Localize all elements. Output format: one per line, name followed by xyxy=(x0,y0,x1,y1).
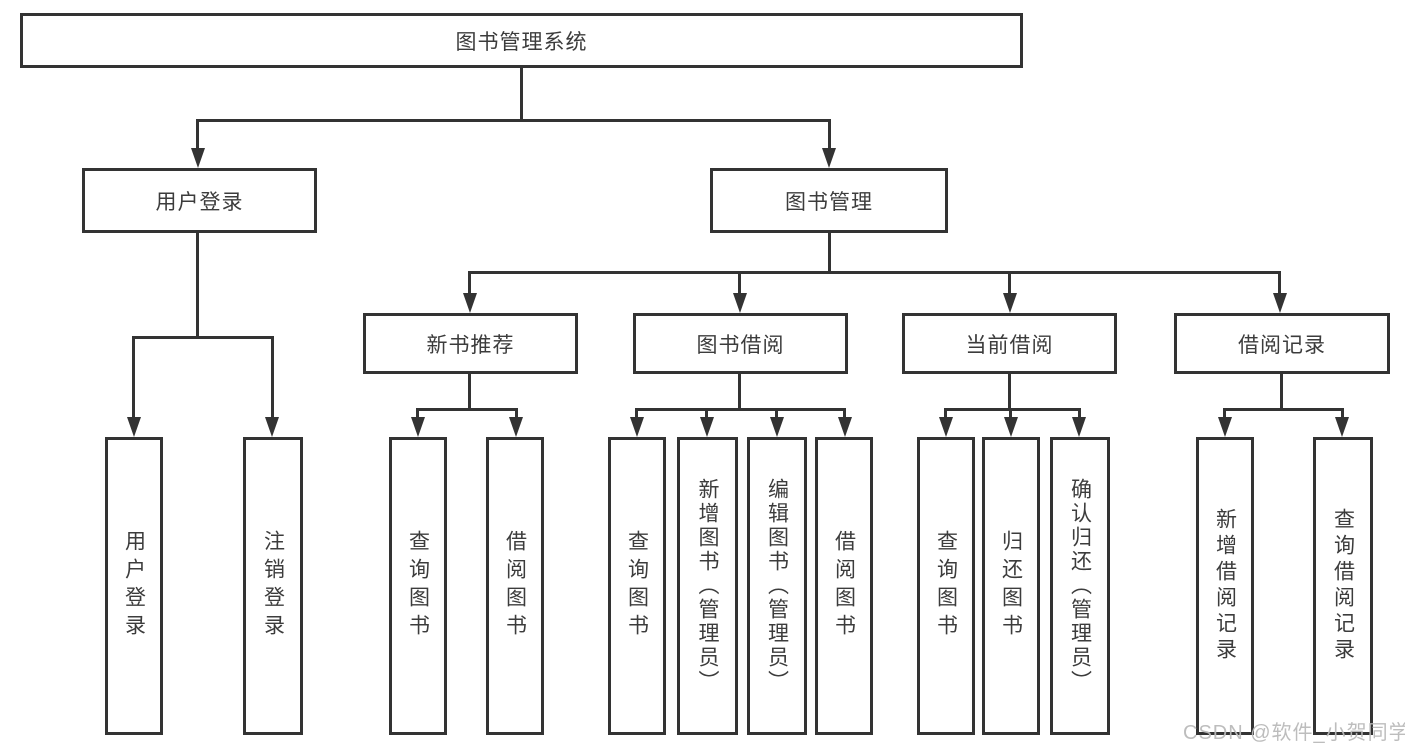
arrow-book-borrow-leaf-3 xyxy=(770,417,784,437)
connector-book-borrow-drop-1 xyxy=(635,408,638,420)
node-borrow-record-label: 借阅记录 xyxy=(1238,333,1326,357)
leaf-user-login-label: 用户登录 xyxy=(122,530,146,642)
connector-new-book-drop-2 xyxy=(515,408,518,420)
leaf-borrow-add-admin: 新增图书（管理员） xyxy=(677,437,738,735)
arrow-to-current-borrow xyxy=(1003,293,1017,313)
connector-user-login-branch xyxy=(132,336,274,339)
node-current-borrow-label: 当前借阅 xyxy=(965,333,1054,357)
node-book-mgmt-label: 图书管理 xyxy=(785,190,873,214)
leaf-record-add: 新增借阅记录 xyxy=(1196,437,1254,735)
leaf-record-add-label: 新增借阅记录 xyxy=(1213,508,1237,664)
connector-borrow-record-drop-2 xyxy=(1341,408,1344,420)
arrow-to-leaf-user-login xyxy=(127,417,141,437)
arrow-book-borrow-leaf-1 xyxy=(630,417,644,437)
connector-current-borrow-drop-3 xyxy=(1078,408,1081,420)
arrow-current-borrow-leaf-3 xyxy=(1072,417,1086,437)
connector-root-drop-left xyxy=(196,119,199,152)
connector-user-login-stem xyxy=(196,233,199,339)
node-new-book: 新书推荐 xyxy=(363,313,578,374)
leaf-current-query-label: 查询图书 xyxy=(934,530,958,642)
node-user-login-label: 用户登录 xyxy=(155,190,244,214)
leaf-borrow-edit-admin: 编辑图书（管理员） xyxy=(747,437,807,735)
node-root-label: 图书管理系统 xyxy=(455,30,588,54)
connector-current-borrow-drop-2 xyxy=(1009,408,1012,420)
leaf-current-return-label: 归还图书 xyxy=(999,530,1023,642)
connector-new-book-stem xyxy=(468,374,471,411)
arrow-borrow-record-leaf-1 xyxy=(1218,417,1232,437)
connector-new-book-drop-1 xyxy=(416,408,419,420)
arrow-new-book-leaf-1 xyxy=(411,417,425,437)
leaf-current-confirm-admin-label: 确认归还（管理员） xyxy=(1068,478,1092,694)
arrow-current-borrow-leaf-2 xyxy=(1004,417,1018,437)
arrow-to-leaf-logout xyxy=(265,417,279,437)
leaf-current-query: 查询图书 xyxy=(917,437,975,735)
arrow-new-book-leaf-2 xyxy=(509,417,523,437)
leaf-current-return: 归还图书 xyxy=(982,437,1040,735)
connector-root-drop-right xyxy=(828,119,831,152)
node-current-borrow: 当前借阅 xyxy=(902,313,1117,374)
connector-user-login-drop-1 xyxy=(132,336,135,420)
node-book-borrow: 图书借阅 xyxy=(633,313,848,374)
connector-book-borrow-drop-4 xyxy=(843,408,846,420)
connector-borrow-record-branch xyxy=(1223,408,1344,411)
connector-root-branch xyxy=(196,119,831,122)
arrow-to-book-mgmt xyxy=(822,148,836,168)
node-user-login: 用户登录 xyxy=(82,168,317,233)
leaf-borrow-book: 借阅图书 xyxy=(815,437,873,735)
arrow-book-borrow-leaf-4 xyxy=(838,417,852,437)
leaf-borrow-query-label: 查询图书 xyxy=(625,530,649,642)
connector-user-login-drop-2 xyxy=(271,336,274,420)
leaf-borrow-add-admin-label: 新增图书（管理员） xyxy=(696,478,719,694)
node-root: 图书管理系统 xyxy=(20,13,1023,68)
leaf-new-book-query-label: 查询图书 xyxy=(406,530,430,642)
node-borrow-record: 借阅记录 xyxy=(1174,313,1390,374)
node-new-book-label: 新书推荐 xyxy=(426,333,515,357)
connector-borrow-record-drop-1 xyxy=(1223,408,1226,420)
arrow-to-borrow-record xyxy=(1273,293,1287,313)
connector-book-mgmt-stem xyxy=(828,233,831,274)
node-book-mgmt: 图书管理 xyxy=(710,168,948,233)
connector-book-borrow-drop-2 xyxy=(705,408,708,420)
connector-book-mgmt-drop-4 xyxy=(1278,271,1281,296)
leaf-current-confirm-admin: 确认归还（管理员） xyxy=(1050,437,1110,735)
leaf-record-query: 查询借阅记录 xyxy=(1313,437,1373,735)
arrow-to-user-login xyxy=(191,148,205,168)
leaf-logout-label: 注销登录 xyxy=(261,530,285,642)
arrow-to-book-borrow xyxy=(733,293,747,313)
arrow-book-borrow-leaf-2 xyxy=(700,417,714,437)
leaf-borrow-book-label: 借阅图书 xyxy=(832,530,856,642)
leaf-new-book-borrow: 借阅图书 xyxy=(486,437,544,735)
leaf-logout: 注销登录 xyxy=(243,437,303,735)
connector-root-stem xyxy=(520,68,523,121)
connector-book-mgmt-drop-3 xyxy=(1008,271,1011,296)
arrow-current-borrow-leaf-1 xyxy=(939,417,953,437)
leaf-record-query-label: 查询借阅记录 xyxy=(1331,508,1355,664)
connector-book-mgmt-branch xyxy=(468,271,1281,274)
connector-book-mgmt-drop-2 xyxy=(738,271,741,296)
connector-current-borrow-stem xyxy=(1008,374,1011,411)
leaf-borrow-query: 查询图书 xyxy=(608,437,666,735)
connector-new-book-branch xyxy=(416,408,518,411)
leaf-new-book-query: 查询图书 xyxy=(389,437,447,735)
leaf-new-book-borrow-label: 借阅图书 xyxy=(503,530,527,642)
connector-book-borrow-stem xyxy=(738,374,741,411)
connector-current-borrow-branch xyxy=(944,408,1081,411)
arrow-to-new-book xyxy=(463,293,477,313)
connector-borrow-record-stem xyxy=(1280,374,1283,411)
connector-book-borrow-drop-3 xyxy=(775,408,778,420)
leaf-borrow-edit-admin-label: 编辑图书（管理员） xyxy=(765,478,789,694)
csdn-watermark: CSDN @软件_小贺同学 xyxy=(1183,722,1405,744)
node-book-borrow-label: 图书借阅 xyxy=(696,333,785,357)
leaf-user-login: 用户登录 xyxy=(105,437,163,735)
connector-book-borrow-branch xyxy=(635,408,846,411)
connector-current-borrow-drop-1 xyxy=(944,408,947,420)
connector-book-mgmt-drop-1 xyxy=(468,271,471,296)
arrow-borrow-record-leaf-2 xyxy=(1335,417,1349,437)
